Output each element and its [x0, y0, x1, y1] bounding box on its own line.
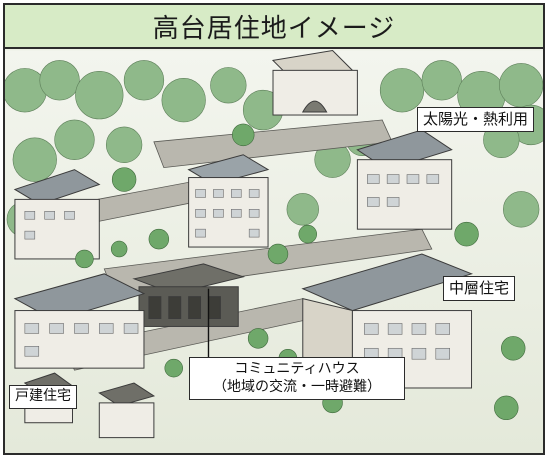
- center-building: [187, 154, 270, 248]
- community-house-label-line1: コミュニティハウス: [234, 361, 360, 377]
- community-house: [132, 263, 246, 327]
- right-housing-block: [301, 253, 474, 389]
- solar-building: [356, 129, 453, 230]
- mid-rise-housing-label: 中層住宅: [443, 276, 516, 301]
- diagram-frame: 高台居住地イメージ: [3, 3, 545, 455]
- detached-housing-label: 戸建住宅: [9, 385, 77, 409]
- community-house-label: コミュニティハウス （地域の交流・一時避難）: [189, 357, 405, 400]
- diagram-title: 高台居住地イメージ: [5, 5, 543, 49]
- left-building: [13, 169, 101, 260]
- community-house-label-line2: （地域の交流・一時避難）: [213, 378, 381, 395]
- top-building: [271, 49, 358, 116]
- left-housing-block: [13, 273, 146, 369]
- solar-heat-label: 太陽光・熱利用: [417, 107, 535, 132]
